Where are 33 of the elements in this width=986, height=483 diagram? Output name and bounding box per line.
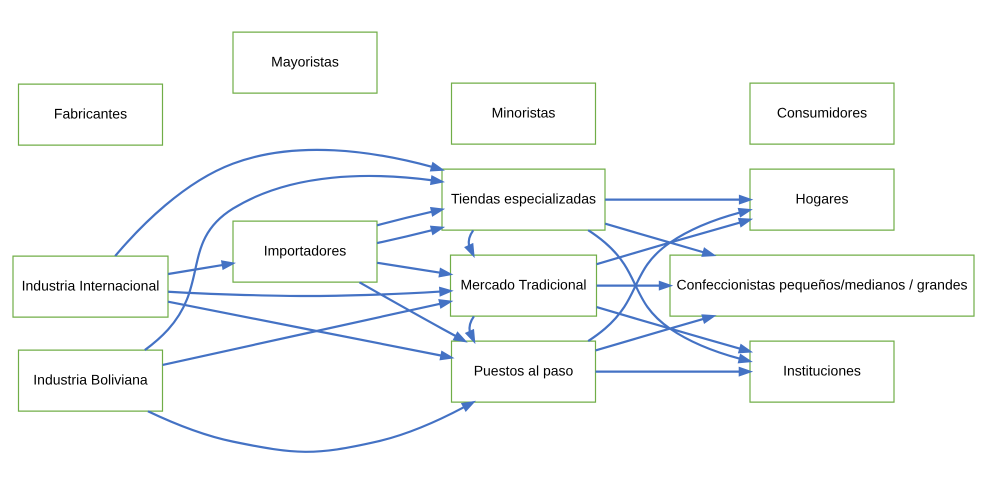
node-box: Confeccionistas pequeños/medianos / grandes — [668, 254, 974, 316]
node-box: Fabricantes — [17, 83, 163, 146]
node-box: Consumidores — [748, 82, 894, 144]
arrow — [596, 280, 673, 290]
arrow — [594, 314, 716, 352]
arrow — [144, 174, 444, 350]
node-box: Industria Boliviana — [17, 349, 163, 412]
node-box: Mayoristas — [232, 31, 378, 94]
node-box: Mercado Tradicional — [449, 254, 597, 316]
arrow — [376, 225, 445, 244]
arrow — [358, 280, 468, 342]
node-box: Tiendas especializadas — [440, 168, 606, 230]
arrow — [595, 366, 753, 376]
arrow — [168, 286, 454, 297]
arrow — [464, 315, 475, 344]
node-box: Puestos al paso — [450, 340, 596, 402]
arrow — [587, 207, 752, 342]
arrow — [604, 222, 716, 256]
node-box: Importadores — [232, 220, 378, 282]
arrow — [604, 194, 753, 204]
arrow — [114, 148, 444, 256]
arrow — [587, 228, 752, 363]
arrow — [376, 261, 453, 278]
node-box: Industria Internacional — [12, 255, 168, 318]
arrow — [376, 206, 445, 226]
arrow — [596, 217, 753, 265]
node-box: Instituciones — [748, 340, 894, 402]
arrow — [596, 306, 753, 353]
node-box: Hogares — [748, 168, 894, 230]
arrow — [168, 260, 236, 275]
arrow — [146, 400, 476, 452]
arrow — [464, 229, 474, 258]
node-box: Minoristas — [450, 82, 596, 144]
